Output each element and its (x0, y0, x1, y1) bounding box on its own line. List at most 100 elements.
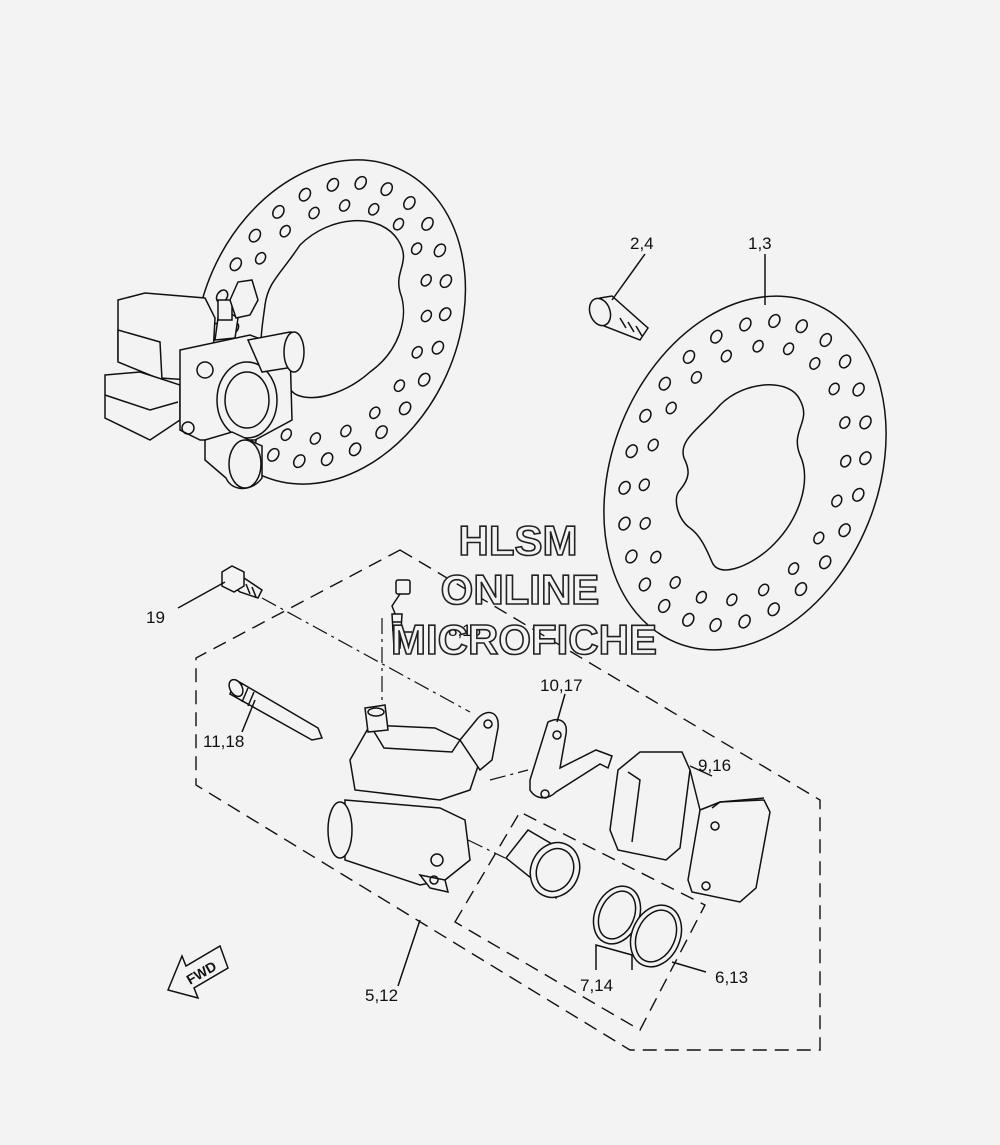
disc-hole (709, 617, 722, 633)
disc-hole (309, 432, 322, 445)
seal-kit-outline (454, 811, 706, 1031)
disc-hole (392, 217, 405, 231)
watermark: HLSM ONLINE MICROFICHE (390, 516, 658, 664)
disc-hole (839, 454, 852, 468)
watermark-line-1: HLSM (459, 517, 578, 564)
disc-hole (831, 494, 843, 508)
disc-hole (438, 307, 452, 322)
brake-caliper (327, 704, 499, 893)
disc-hole (768, 313, 781, 329)
disc-hole (710, 329, 723, 344)
disc-hole (838, 523, 851, 538)
disc-hole (767, 602, 780, 617)
disc-hole (340, 424, 352, 438)
disc-hole (669, 576, 681, 589)
disc-hole (279, 224, 291, 238)
disc-hole (809, 357, 821, 370)
disc-bolt (588, 295, 649, 341)
disc-hole (411, 345, 423, 359)
caliper-assembly-outline (195, 549, 821, 1051)
disc-hole (421, 216, 434, 231)
disc-hole (639, 516, 651, 530)
label-pad-kit: 9,16 (698, 756, 731, 775)
disc-hole (375, 425, 388, 440)
bleed-screw (391, 579, 411, 649)
disc-hole (782, 342, 795, 356)
disc-hole (647, 438, 659, 452)
pin-alignment-line (489, 769, 529, 781)
disc-hole (650, 550, 662, 564)
disc-hole (665, 401, 677, 415)
label-caliper: 5,12 (365, 986, 398, 1005)
leader-lines (177, 253, 766, 987)
watermark-line-3: MICROFICHE (391, 616, 657, 663)
disc-hole (420, 273, 432, 287)
disc-hole (338, 199, 351, 212)
piston-alignment-line (467, 839, 506, 859)
label-pad-support: 10,17 (540, 676, 583, 695)
disc-hole (682, 612, 695, 627)
disc-hole (819, 332, 833, 348)
label-caliper-pin: 11,18 (203, 732, 244, 751)
disc-hole (859, 451, 872, 466)
disc-hole (393, 379, 406, 393)
disc-hole (431, 340, 445, 355)
disc-hole (859, 415, 872, 430)
disc-hole (367, 202, 380, 216)
disc-hole (320, 452, 334, 467)
disc-holes (618, 313, 872, 633)
label-caliper-bolt: 19 (146, 608, 165, 627)
forward-direction-indicator: FWD (166, 944, 229, 1000)
disc-hole (254, 251, 267, 265)
disc-hole (417, 372, 431, 387)
disc-hole (794, 582, 808, 597)
disc-hole (695, 590, 708, 604)
disc-hole (639, 408, 652, 423)
disc-hole (618, 480, 631, 495)
disc-hole (839, 416, 851, 430)
disc-hole (682, 349, 696, 364)
bolt-alignment-line (261, 597, 471, 713)
disc-hole (433, 243, 447, 258)
disc-hole (369, 406, 381, 420)
disc-hole (380, 182, 394, 197)
disc-hole (690, 370, 703, 384)
disc-hole (298, 187, 312, 202)
disc-hole (852, 382, 865, 397)
disc-hole (787, 562, 800, 576)
disc-hole (326, 177, 340, 192)
disc-hole (658, 376, 672, 391)
disc-hole (738, 614, 751, 629)
disc-hole (818, 555, 832, 570)
disc-hole (354, 175, 368, 190)
disc-hole (403, 195, 416, 211)
disc-hole (248, 228, 262, 243)
disc-hole (795, 319, 808, 334)
label-seal-kit: 6,13 (715, 968, 748, 987)
disc-hole (439, 274, 453, 289)
caliper-seals (592, 885, 683, 968)
assembled-caliper (104, 279, 305, 490)
brake-pad-kit (609, 751, 771, 903)
caliper-pin (228, 678, 324, 741)
disc-hole (838, 354, 852, 369)
disc-hole (739, 317, 752, 332)
disc-hole (720, 349, 733, 363)
disc-hole (272, 204, 285, 219)
disc-hole (726, 593, 738, 607)
disc-hole (348, 442, 362, 457)
disc-hole (292, 454, 306, 469)
disc-hole (638, 577, 652, 592)
disc-hole (266, 447, 280, 462)
disc-hole (410, 242, 423, 256)
disc-hole (618, 516, 631, 531)
disc-hole (625, 549, 638, 564)
label-bleed-screw: 8,15 (448, 621, 481, 640)
label-disc: 1,3 (748, 234, 772, 253)
disc-hole (625, 444, 638, 459)
watermark-line-2: ONLINE (441, 566, 600, 613)
label-disc-bolt: 2,4 (630, 234, 654, 253)
arrow-forward-icon (166, 944, 229, 1000)
